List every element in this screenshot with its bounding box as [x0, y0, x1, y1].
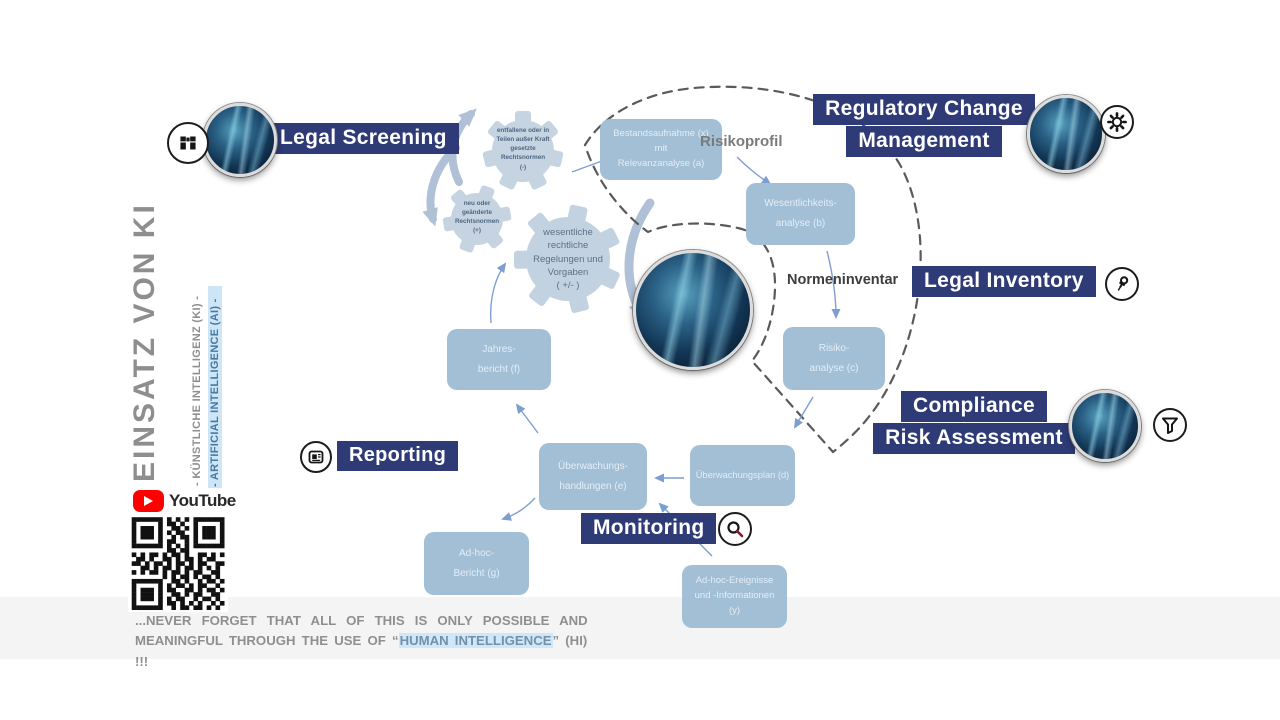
ai-head-image-legal-screening — [203, 103, 277, 177]
box-wesentlichkeitsanalyse: Wesentlichkeits- analyse (b) — [746, 183, 855, 245]
footer-highlight: HUMAN INTELLIGENCE — [398, 633, 553, 649]
slide-title-vertical: EINSATZ VON KI — [128, 202, 161, 482]
ai-head-image-central — [633, 250, 753, 370]
gear-essential-caption: wesentliche rechtliche Regelungen und Vo… — [533, 227, 603, 292]
regulatory-change-label: Regulatory Change Management — [813, 94, 1035, 157]
qr-code — [128, 515, 228, 612]
youtube-play-icon — [133, 490, 164, 512]
ai-head-image-regulatory — [1027, 95, 1105, 173]
funnel-icon — [1153, 408, 1187, 442]
risikoprofil-label: Risikoprofil — [700, 133, 783, 150]
footer-line2-pre: MEANINGFUL THROUGH THE USE OF “ — [135, 633, 399, 649]
legal-screening-label: Legal Screening — [268, 123, 459, 154]
footer-disclaimer: ...NEVER FORGET THAT ALL OF THIS IS ONLY… — [135, 611, 603, 672]
gear-expired-caption: entfallene oder in Teilen außer Kraft ge… — [496, 127, 550, 171]
footer-line1: ...NEVER FORGET THAT ALL OF THIS IS ONLY… — [135, 613, 588, 628]
box-risikoanalyse: Risiko- analyse (c) — [783, 327, 885, 390]
subtitle-kuenstliche-intelligenz: - KÜNSTLICHE INTELLIGENZ (KI) - — [191, 295, 203, 486]
footer-line2: MEANINGFUL THROUGH THE USE OF “HUMAN INT… — [135, 631, 603, 672]
magnifier-icon — [718, 512, 752, 546]
compliance-line1: Compliance — [900, 391, 1048, 422]
box-ueberwachungsplan: Überwachungsplan (d) — [690, 445, 795, 506]
normeninventar-label: Normeninventar — [787, 272, 899, 288]
monitoring-label: Monitoring — [581, 513, 717, 544]
youtube-wordmark: YouTube — [169, 491, 236, 510]
box-bestandsaufnahme: Bestandsaufnahme (x) mit Relevanzanalyse… — [600, 119, 722, 180]
reporting-label: Reporting — [337, 441, 459, 471]
report-icon — [300, 441, 332, 473]
gear-new-caption: neu oder geänderte Rechtsnormen (+) — [454, 200, 500, 235]
legal-inventory-label: Legal Inventory — [912, 266, 1096, 297]
subtitle-artificial-intelligence: - ARTIFICIAL INTELLIGENCE (AI) - — [208, 286, 222, 488]
box-adhoc-bericht: Ad-hoc- Bericht (g) — [424, 532, 529, 595]
footer-line2-post: ” (HI) !!! — [135, 633, 588, 669]
compliance-risk-label: Compliance Risk Assessment — [873, 391, 1075, 454]
youtube-logo: YouTube — [133, 490, 236, 512]
binoculars-icon — [167, 122, 209, 164]
box-ueberwachungshandlungen: Überwachungs- handlungen (e) — [539, 443, 647, 510]
regulatory-change-line2: Management — [846, 126, 1002, 157]
box-adhoc-ereignisse: Ad-hoc-Ereignisse und -Informationen (y) — [682, 565, 787, 628]
ai-head-image-compliance — [1069, 390, 1141, 462]
compliance-line2: Risk Assessment — [873, 423, 1075, 454]
gear-icon — [1100, 105, 1134, 139]
pushpin-icon — [1105, 267, 1139, 301]
box-jahresbericht: Jahres- bericht (f) — [447, 329, 551, 390]
regulatory-change-line1: Regulatory Change — [813, 94, 1035, 125]
